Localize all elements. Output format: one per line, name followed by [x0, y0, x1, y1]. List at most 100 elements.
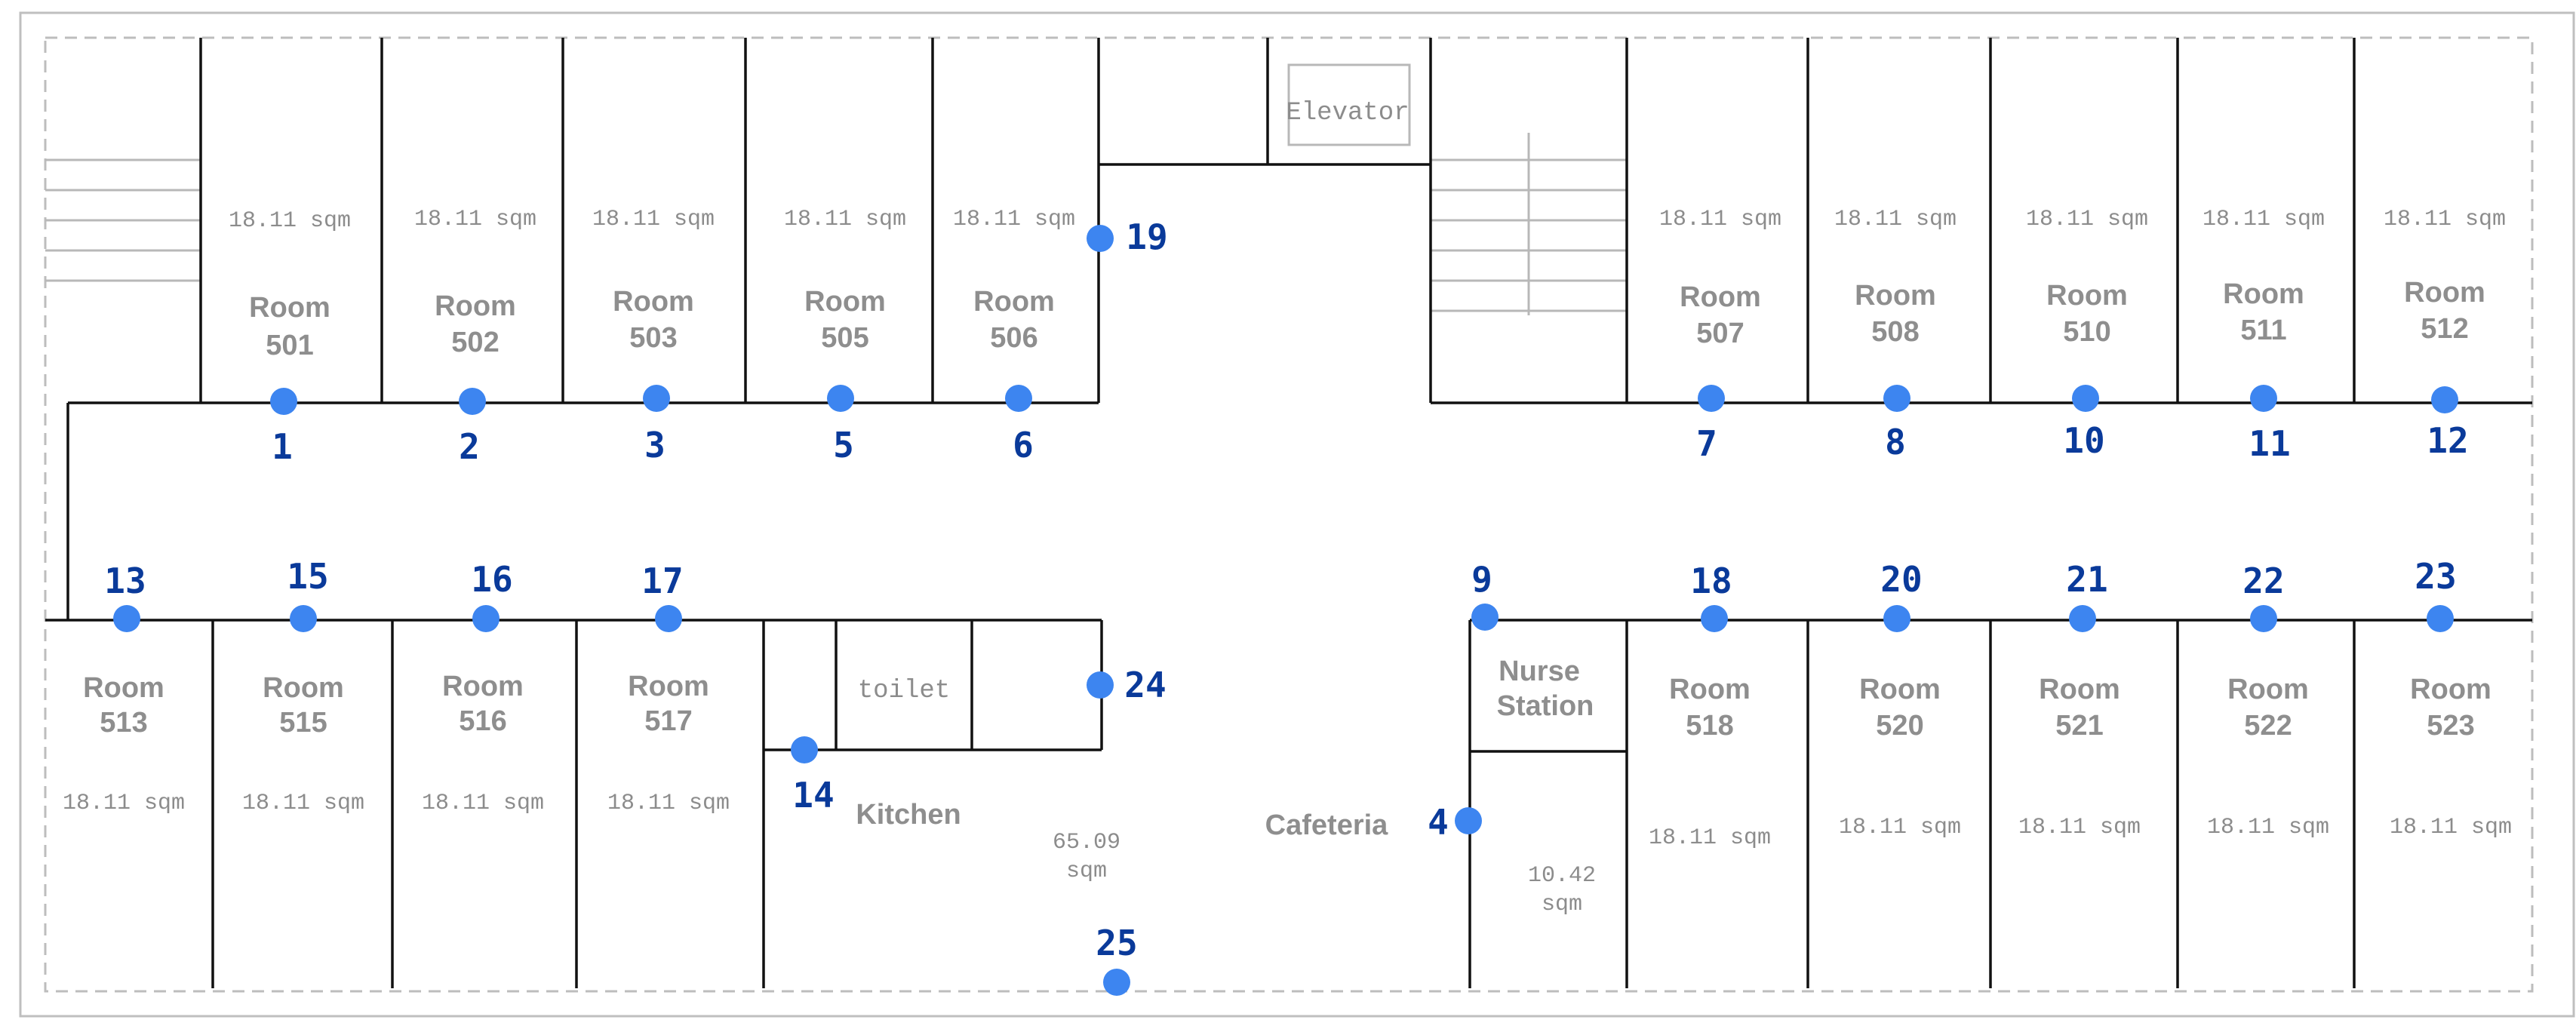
room-number: 522	[2244, 710, 2292, 742]
room-number: 517	[644, 705, 692, 737]
room-number: 511	[2240, 315, 2286, 346]
room-number: 508	[1871, 316, 1919, 348]
room-label: Room	[1680, 281, 1761, 313]
waypoint-dot-2[interactable]	[459, 388, 486, 415]
waypoint-label-20: 20	[1880, 559, 1922, 600]
room-number: 506	[990, 322, 1037, 354]
waypoint-dot-12[interactable]	[2431, 386, 2458, 413]
waypoint-label-10: 10	[2063, 420, 2104, 461]
room-label: Room	[2227, 674, 2309, 705]
waypoint-label-4: 4	[1428, 802, 1449, 843]
waypoint-dot-5[interactable]	[827, 385, 854, 412]
waypoint-label-25: 25	[1096, 923, 1137, 963]
waypoint-dot-23[interactable]	[2427, 605, 2454, 632]
room-area: 18.11 sqm	[2203, 207, 2325, 232]
room-number: 515	[279, 707, 327, 739]
room-area: 18.11 sqm	[422, 791, 544, 816]
waypoint-label-23: 23	[2415, 556, 2456, 597]
room-area: 18.11 sqm	[2384, 207, 2506, 232]
cafeteria-area-unit: sqm	[1066, 859, 1107, 884]
waypoint-dot-14[interactable]	[791, 736, 818, 763]
room-label: Room	[435, 290, 516, 322]
room-number: 501	[266, 330, 313, 361]
room-number: 512	[2421, 313, 2468, 345]
waypoint-dot-18[interactable]	[1701, 605, 1728, 632]
waypoint-dot-20[interactable]	[1883, 605, 1910, 632]
room-label: Room	[249, 292, 330, 324]
waypoint-dot-22[interactable]	[2250, 605, 2277, 632]
waypoint-dot-15[interactable]	[290, 605, 317, 632]
room-area: 18.11 sqm	[607, 791, 730, 816]
room-area: 18.11 sqm	[2026, 207, 2148, 232]
room-area: 18.11 sqm	[2207, 815, 2329, 840]
waypoint-dot-25[interactable]	[1103, 969, 1130, 996]
waypoint-label-17: 17	[641, 561, 683, 601]
room-area: 18.11 sqm	[1659, 207, 1781, 232]
waypoint-dot-16[interactable]	[472, 605, 500, 632]
waypoint-dot-3[interactable]	[643, 385, 670, 412]
staircase-left	[45, 158, 201, 282]
room-506: Room 506 18.11 sqm	[953, 207, 1075, 354]
room-label: Room	[2039, 674, 2120, 705]
waypoint-label-6: 6	[1013, 425, 1034, 465]
cafeteria-label: Cafeteria	[1265, 809, 1388, 841]
cafeteria-area-value: 65.09	[1053, 830, 1120, 855]
waypoint-label-14: 14	[792, 775, 834, 816]
waypoint-dot-10[interactable]	[2072, 385, 2099, 412]
waypoint-dot-1[interactable]	[270, 388, 297, 415]
waypoint-label-1: 1	[272, 426, 293, 467]
room-area: 18.11 sqm	[592, 207, 715, 232]
waypoint-dot-13[interactable]	[113, 605, 140, 632]
waypoint-dot-24[interactable]	[1087, 671, 1114, 699]
waypoint-dot-4[interactable]	[1455, 807, 1482, 834]
room-number: 521	[2055, 710, 2103, 742]
room-510: Room 510 18.11 sqm	[2026, 207, 2148, 348]
room-label: Room	[2404, 277, 2485, 309]
room-label: Room	[2046, 280, 2128, 312]
room-number: 523	[2427, 710, 2474, 742]
waypoint-dot-17[interactable]	[655, 605, 682, 632]
room-number: 510	[2063, 316, 2110, 348]
waypoint-dot-6[interactable]	[1005, 385, 1032, 412]
room-number: 505	[821, 322, 868, 354]
waypoint-dot-8[interactable]	[1883, 385, 1910, 412]
nurse-station-area-unit: sqm	[1542, 892, 1582, 917]
waypoint-dot-11[interactable]	[2250, 385, 2277, 412]
room-label: Room	[613, 286, 694, 318]
room-label: Room	[1859, 674, 1941, 705]
room-number: 513	[100, 707, 147, 739]
room-area: 18.11 sqm	[953, 207, 1075, 232]
waypoint-label-18: 18	[1690, 561, 1732, 601]
waypoint-dot-7[interactable]	[1698, 385, 1725, 412]
room-label: Room	[442, 671, 524, 702]
room-label: Room	[973, 286, 1055, 318]
waypoint-label-9: 9	[1471, 559, 1492, 600]
waypoint-dot-19[interactable]	[1087, 225, 1114, 252]
waypoint-label-15: 15	[287, 556, 328, 597]
waypoint-label-3: 3	[644, 425, 666, 465]
room-area: 18.11 sqm	[63, 791, 185, 816]
room-area: 18.11 sqm	[1839, 815, 1961, 840]
nurse-station-label-1: Nurse	[1499, 656, 1580, 687]
waypoint-dot-9[interactable]	[1471, 604, 1499, 631]
room-label: Room	[2223, 278, 2304, 310]
waypoint-dot-21[interactable]	[2069, 605, 2096, 632]
room-number: 516	[459, 705, 506, 737]
room-label: Room	[83, 672, 164, 704]
elevator-label: Elevator	[1286, 99, 1409, 127]
waypoint-label-5: 5	[833, 425, 854, 465]
room-511: Room 511 18.11 sqm	[2203, 207, 2325, 346]
waypoint-label-13: 13	[104, 561, 146, 601]
waypoint-label-12: 12	[2427, 420, 2468, 461]
room-area: 18.11 sqm	[784, 207, 906, 232]
room-label: Room	[628, 671, 709, 702]
